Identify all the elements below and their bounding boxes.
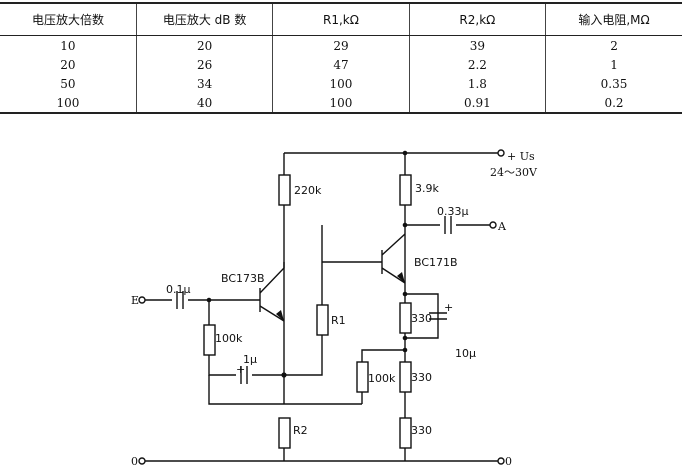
table-cell: 0.2	[545, 93, 682, 114]
resistor-r2: R2	[278, 417, 308, 449]
label-c-out: 0.33μ	[437, 205, 469, 218]
q1-label: BC173B	[221, 272, 265, 285]
col-gain-db: 电压放大 dB 数	[136, 2, 274, 36]
label-3k9: 3.9k	[415, 182, 439, 195]
col-gain-ratio: 电压放大倍数	[0, 2, 137, 36]
capacitor-output: 0.33μ	[437, 205, 469, 234]
table-row: 20 26 47 2.2 1	[0, 55, 682, 74]
table-row: 100 40 100 0.91 0.2	[0, 93, 682, 114]
label-ground-left: 0	[131, 455, 138, 468]
transistor-q2: BC171B	[322, 233, 458, 284]
table-cell: 2	[610, 38, 618, 53]
label-c-fb: 1μ	[243, 353, 257, 366]
table-cell: 40	[136, 93, 274, 114]
col-r2: R2,kΩ	[409, 2, 547, 36]
table-cell: 20	[0, 55, 137, 74]
col-input-resistance: 输入电阻,MΩ	[545, 2, 682, 36]
label-input: E	[131, 294, 139, 307]
parameter-table: 电压放大倍数 电压放大 dB 数 R1,kΩ R2,kΩ 输入电阻,MΩ 10 …	[0, 2, 682, 114]
table-cell: 1.8	[409, 74, 547, 93]
resistor-100k-bias: 100k	[203, 324, 243, 356]
label-supply-range: 24～30V	[490, 166, 538, 179]
label-supply: + Us	[507, 150, 535, 163]
resistor-330-top: 330	[399, 302, 432, 334]
table-cell: 0.91	[409, 93, 547, 114]
label-r2: R2	[293, 424, 308, 437]
table-cell: 0.35	[600, 76, 628, 91]
terminal-input: E	[131, 294, 146, 307]
table-cell: 20	[136, 35, 274, 55]
c-bypass-plus: +	[444, 301, 453, 314]
label-ground-right: 0	[505, 455, 512, 468]
label-output: A	[497, 220, 507, 233]
table-cell: 2.2	[409, 55, 547, 74]
table-cell: 34	[136, 74, 274, 93]
junction-dots	[206, 150, 408, 378]
label-330-bottom: 330	[411, 424, 432, 437]
label-r1: R1	[331, 314, 346, 327]
label-100k-feedback: 100k	[368, 372, 396, 385]
table-cell: 47	[272, 55, 410, 74]
table-cell: 100	[0, 93, 137, 114]
table-cell: 100	[272, 74, 410, 93]
label-100k-bias: 100k	[215, 332, 243, 345]
terminal-output: A	[489, 220, 507, 233]
table-row: 50 34 100 1.8 0.35	[0, 74, 682, 93]
terminal-supply: + Us 24～30V	[490, 149, 538, 179]
transistor-q1: BC173B	[221, 262, 285, 322]
label-c-bypass: 10μ	[455, 347, 476, 360]
table-row: 10 20 29 39 2	[0, 35, 682, 55]
resistor-220k: 220k	[278, 174, 322, 206]
label-330-mid: 330	[411, 371, 432, 384]
label-c-in: 0.1μ	[166, 283, 191, 296]
table-cell: 29	[272, 35, 410, 55]
capacitor-bypass: + 10μ	[429, 301, 476, 360]
table-header-row: 电压放大倍数 电压放大 dB 数 R1,kΩ R2,kΩ 输入电阻,MΩ	[0, 2, 682, 36]
q2-label: BC171B	[414, 256, 458, 269]
label-220k: 220k	[294, 184, 322, 197]
resistor-330-bottom: 330	[399, 417, 432, 449]
resistor-100k-feedback: 100k	[356, 361, 396, 393]
table-cell: 10	[0, 35, 137, 55]
capacitor-input: 0.1μ	[166, 283, 191, 309]
table-cell: 50	[0, 74, 137, 93]
table-cell: 100	[272, 93, 410, 114]
table-cell: 39	[409, 35, 547, 55]
table-cell: 1	[610, 57, 618, 72]
c-fb-plus: +	[236, 363, 245, 376]
resistor-3k9: 3.9k	[399, 174, 439, 206]
terminal-ground: 0 0	[131, 455, 512, 468]
table-cell: 26	[136, 55, 274, 74]
resistor-r1: R1	[316, 304, 346, 336]
capacitor-feedback: + 1μ	[236, 353, 257, 384]
col-r1: R1,kΩ	[272, 2, 410, 36]
resistor-330-mid: 330	[399, 361, 432, 393]
label-330-top: 330	[411, 312, 432, 325]
